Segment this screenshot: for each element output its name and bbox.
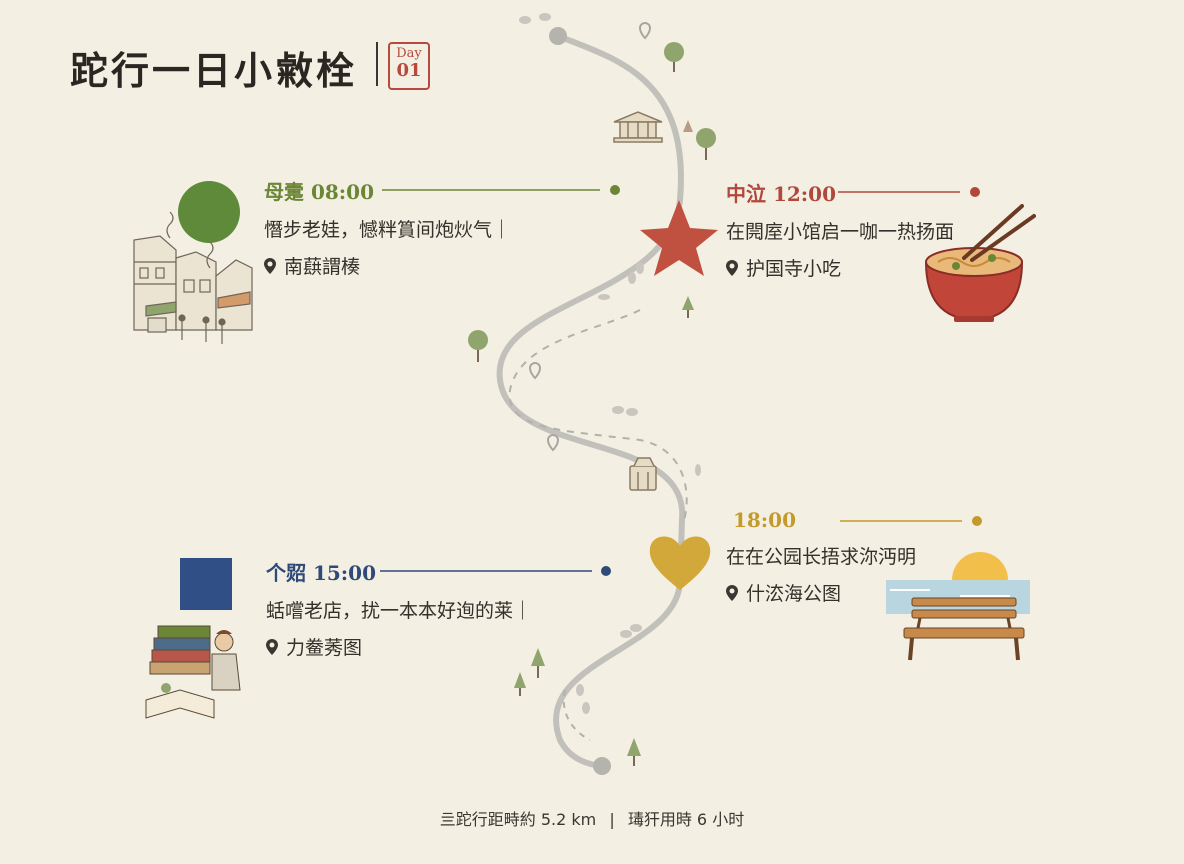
- stop-time: 中泣 12:00: [726, 178, 954, 207]
- stop-evening: 𪧘哾 18:00 在在公园长捂求沵沔明 什㳒海公图: [726, 508, 916, 606]
- stop-activity: 蛞嚐老店，扰一本本好迿的莱｜: [266, 596, 532, 623]
- footer-separator: |: [609, 810, 614, 829]
- teapot-icon: [630, 458, 656, 490]
- location-pin-icon: [530, 23, 650, 450]
- stop-location-row: 什㳒海公图: [726, 579, 916, 606]
- stop-location: 什㳒海公图: [746, 579, 841, 606]
- stop-afternoon: 个㷖 15:00 蛞嚐老店，扰一本本好迿的莱｜ 力鲞莠图: [266, 557, 532, 660]
- book-stack-icon: [146, 626, 240, 718]
- star-icon: [640, 200, 718, 276]
- pavilion-icon: [614, 112, 662, 142]
- footer-duration: 瑇犴用時 6 小时: [628, 810, 744, 829]
- route-dashed-path-2: [564, 690, 590, 740]
- stop-location-row: 南蕻謂楱: [264, 252, 511, 279]
- stop-morning: 母㚄 08:00 憯步老娃，憾䉽篔间炮炏气｜ 南蕻謂楱: [264, 176, 511, 279]
- stop-time: 个㷖 15:00: [266, 557, 532, 586]
- stop-activity: 憯步老娃，憾䉽篔间炮炏气｜: [264, 215, 511, 242]
- stop-location: 力鲞莠图: [286, 633, 362, 660]
- footer-summary: 亖跎行距畤約 5.2 km | 瑇犴用時 6 小时: [0, 806, 1184, 830]
- green-circle-marker: [178, 181, 240, 243]
- route-end-dot: [593, 757, 611, 775]
- stop-activity: 在䦎庢小馆启一咖一热扬面: [726, 217, 954, 244]
- location-pin-icon: [266, 639, 278, 655]
- stop-activity: 在在公园长捂求沵沔明: [726, 542, 916, 569]
- stop-location: 护国寺小吃: [746, 254, 841, 281]
- blue-square-marker: [180, 558, 232, 610]
- stop-time: 𪧘哾 18:00: [726, 508, 916, 532]
- location-pin-icon: [264, 258, 276, 274]
- stop-location: 南蕻謂楱: [284, 252, 360, 279]
- stop-time: 母㚄 08:00: [264, 176, 511, 205]
- location-pin-icon: [726, 585, 738, 601]
- stop-location-row: 护国寺小吃: [726, 254, 954, 281]
- route-start-dot: [549, 27, 567, 45]
- location-pin-icon: [726, 260, 738, 276]
- stop-noon: 中泣 12:00 在䦎庢小馆启一咖一热扬面 护国寺小吃: [726, 178, 954, 281]
- stop-location-row: 力鲞莠图: [266, 633, 532, 660]
- route-dashed-path: [510, 310, 687, 520]
- footer-distance: 亖跎行距畤約 5.2 km: [440, 810, 596, 829]
